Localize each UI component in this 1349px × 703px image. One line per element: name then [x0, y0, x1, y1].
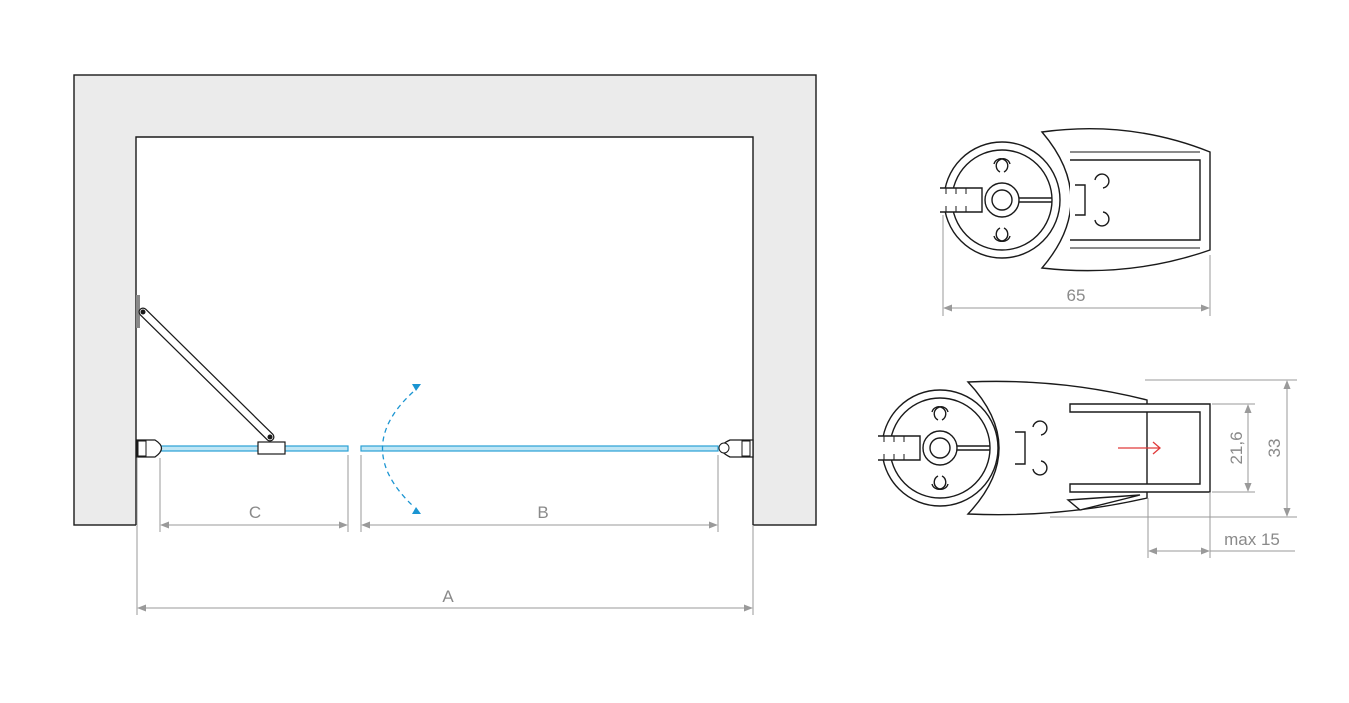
plan-dimensions: C B A — [136, 455, 754, 615]
glass-clamp — [257, 441, 286, 455]
profile-open: 21,6 33 max 15 — [877, 379, 1297, 558]
dimension-b-label: B — [537, 503, 548, 522]
wall-bracket — [136, 295, 140, 328]
glass-panels — [159, 445, 719, 452]
wall-plan — [73, 74, 817, 526]
arrow-down-icon — [412, 507, 421, 514]
inner-width-label: 21,6 — [1227, 431, 1246, 464]
stabilizer-arm — [138, 307, 275, 442]
door-glass-panel — [360, 445, 719, 452]
outer-width-label: 33 — [1265, 439, 1284, 458]
dimension-a-label: A — [442, 587, 454, 606]
profile-closed: 65 — [939, 128, 1211, 316]
left-wall-profile — [136, 439, 163, 458]
dimension-c-label: C — [249, 503, 261, 522]
profile-width-label: 65 — [1067, 286, 1086, 305]
arrow-up-icon — [412, 384, 421, 391]
door-swing-arrow — [382, 384, 421, 514]
adjust-range-label: max 15 — [1224, 530, 1280, 549]
right-wall-profile — [718, 439, 754, 458]
fixed-glass-panel — [159, 445, 349, 452]
